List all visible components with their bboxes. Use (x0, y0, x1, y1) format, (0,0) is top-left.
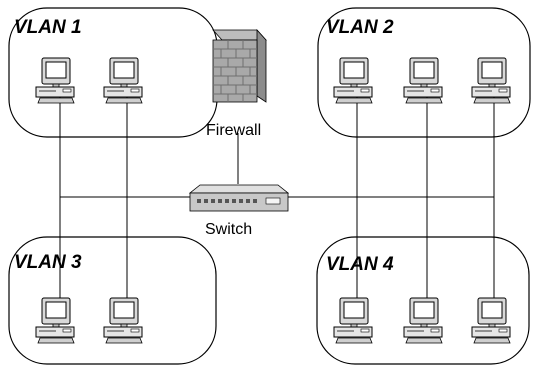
desktop-computer-icon (103, 57, 143, 104)
desktop-computer-icon (333, 297, 373, 344)
firewall-label: Firewall (206, 122, 261, 139)
network-links (59, 95, 495, 302)
desktop-computer-icon (403, 57, 443, 104)
vlan-2-label: VLAN 2 (326, 17, 394, 38)
desktop-computer-icon (35, 297, 75, 344)
vlan-1-label: VLAN 1 (14, 17, 82, 38)
vlan-4-label: VLAN 4 (326, 254, 394, 275)
vlan-2-box (317, 7, 531, 138)
switch-label: Switch (205, 221, 252, 238)
desktop-computer-icon (471, 57, 511, 104)
desktop-computer-icon (403, 297, 443, 344)
vlan-3-box (8, 236, 217, 365)
vlan-4-box (316, 236, 530, 365)
desktop-computer-icon (103, 297, 143, 344)
network-switch-icon (188, 184, 290, 212)
vlan-3-label: VLAN 3 (14, 252, 82, 273)
desktop-computer-icon (471, 297, 511, 344)
desktop-computer-icon (35, 57, 75, 104)
desktop-computer-icon (333, 57, 373, 104)
firewall-brick-wall-icon (212, 28, 267, 103)
